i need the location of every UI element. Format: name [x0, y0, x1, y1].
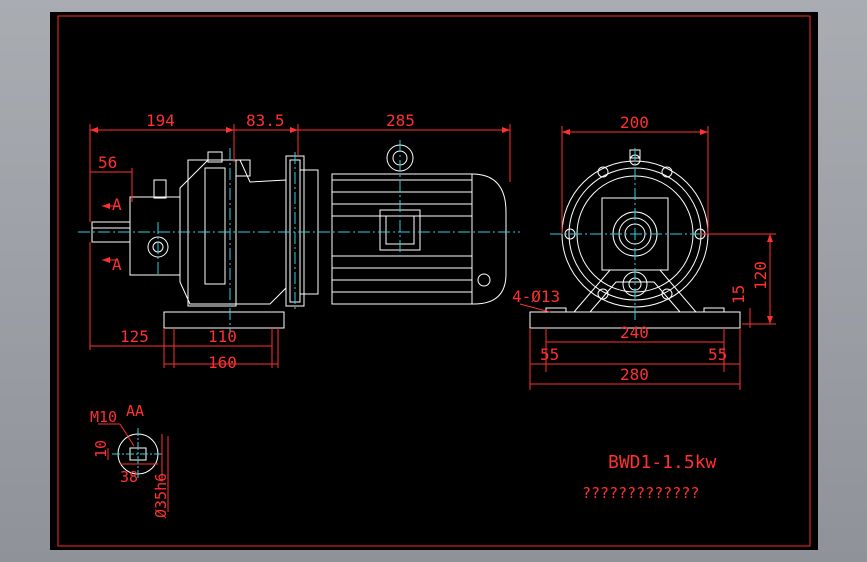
side-centerlines [78, 140, 520, 332]
section-label: AA [126, 402, 144, 420]
dim-125: 125 [120, 327, 149, 346]
dim-194: 194 [146, 111, 175, 130]
dim-55-right: 55 [708, 345, 727, 364]
dim-shaft-diameter: Ø35h6 [152, 473, 170, 518]
side-dimensions [89, 124, 511, 368]
section-dimensions [98, 423, 169, 512]
drawing-title: BWD1-1.5kw [608, 452, 717, 473]
dim-240: 240 [620, 323, 649, 342]
drawing-canvas: 194 83.5 285 56 125 110 160 A A [57, 15, 811, 547]
hole-spec: 4-Ø13 [512, 287, 560, 306]
motor-body [331, 173, 507, 305]
side-base [163, 311, 285, 329]
dim-120: 120 [751, 261, 770, 290]
dim-55-left: 55 [540, 345, 559, 364]
dim-83-5: 83.5 [246, 111, 285, 130]
section-mark-top: A [112, 195, 122, 214]
dim-110: 110 [208, 327, 237, 346]
section-centerlines [112, 428, 164, 480]
drawing-frame [57, 15, 811, 547]
side-view [91, 144, 507, 329]
dim-56: 56 [98, 153, 117, 172]
drawing-subtitle: ????????????? [582, 484, 699, 502]
input-housing [129, 196, 181, 276]
dim-280: 280 [620, 365, 649, 384]
front-dimensions [519, 126, 776, 390]
dim-160: 160 [208, 353, 237, 372]
dim-10: 10 [92, 440, 110, 458]
front-centerlines [550, 148, 720, 322]
drawing-viewport[interactable]: 194 83.5 285 56 125 110 160 A A [50, 12, 818, 550]
dim-200: 200 [620, 113, 649, 132]
dim-285: 285 [386, 111, 415, 130]
thread-spec: M10 [90, 408, 117, 426]
dim-15: 15 [729, 285, 748, 304]
dim-38: 38 [120, 468, 138, 486]
section-mark-bottom: A [112, 255, 122, 274]
